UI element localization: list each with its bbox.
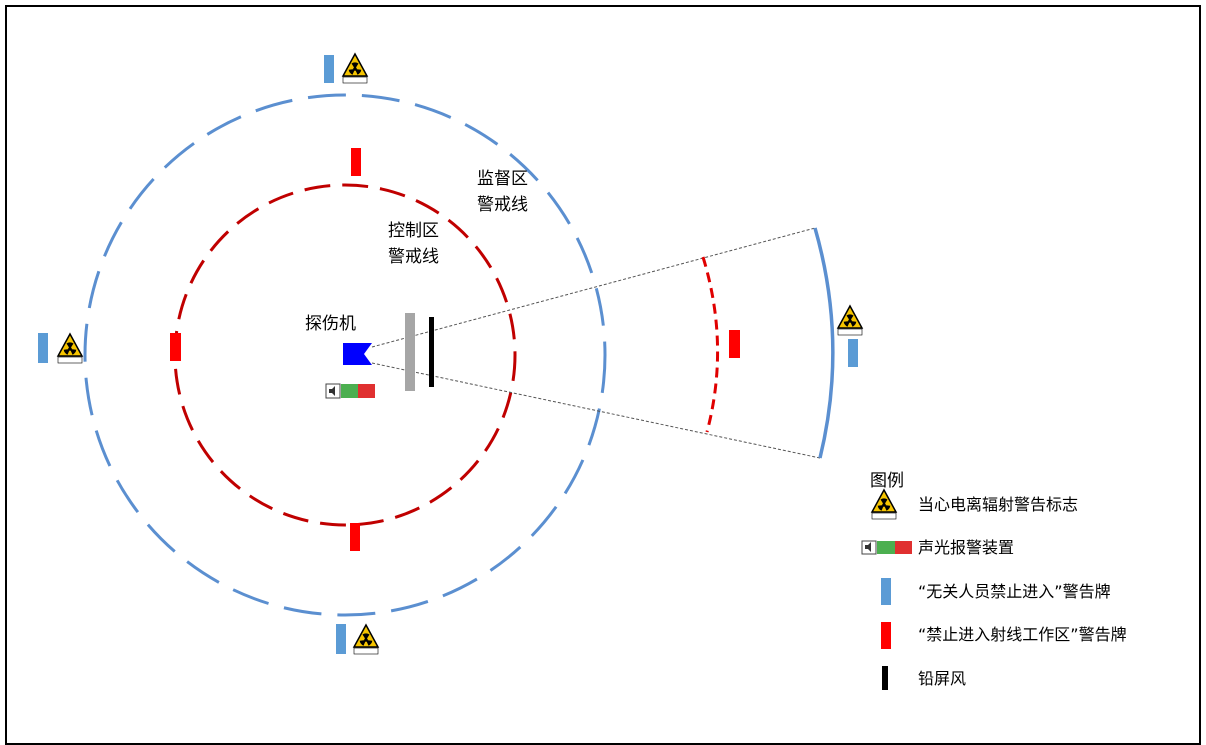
radiation-warning-sign-icon <box>871 489 897 520</box>
sound-light-alarm-legend-icon <box>861 540 912 555</box>
lead-screen-grey <box>405 313 415 391</box>
beam-upper-edge <box>371 227 816 348</box>
beam-control-boundary <box>701 256 720 433</box>
radiation-sign-bottom <box>353 624 379 655</box>
red-warning-sign-left <box>170 333 181 361</box>
radiation-sign-top <box>342 53 368 84</box>
control-zone-label-2: 警戒线 <box>388 247 439 267</box>
red-sign-icon <box>881 622 891 649</box>
lead-screen-black <box>429 317 434 387</box>
supervision-zone-label-2: 警戒线 <box>477 195 528 215</box>
beam-lower-edge <box>371 362 821 459</box>
red-warning-sign-top <box>351 148 361 176</box>
beam-supervision-boundary <box>813 227 835 459</box>
red-warning-sign-beam <box>729 330 740 358</box>
flaw-detector-icon <box>343 343 372 365</box>
legend-item-blue-sign: “无关人员禁止进入”警告牌 <box>918 582 1111 601</box>
blue-warning-sign-left <box>38 333 48 363</box>
legend-item-red-sign: “禁止进入射线工作区”警告牌 <box>918 625 1127 644</box>
red-warning-sign-bottom <box>350 523 360 551</box>
supervision-zone-label-1: 监督区 <box>477 169 528 189</box>
legend-item-alarm: 声光报警装置 <box>918 538 1014 557</box>
lead-screen-icon <box>882 666 888 690</box>
legend: 图例 当心电离辐射警告标志 声光报警装置 “无关人员禁止进入”警告牌 “禁止进入… <box>861 471 1127 690</box>
blue-sign-icon <box>881 578 891 605</box>
supervision-zone-boundary <box>83 93 607 617</box>
radiation-sign-left <box>57 333 83 364</box>
blue-warning-sign-top <box>324 55 334 83</box>
legend-item-lead-screen: 铅屏风 <box>918 669 966 688</box>
radiation-sign-right <box>837 305 863 336</box>
machine-label: 探伤机 <box>305 314 356 334</box>
legend-title: 图例 <box>870 471 904 491</box>
sound-light-alarm-icon <box>325 383 375 399</box>
legend-item-radiation-sign: 当心电离辐射警告标志 <box>918 495 1078 514</box>
blue-warning-sign-right <box>848 339 858 367</box>
control-zone-label-1: 控制区 <box>388 221 439 241</box>
blue-warning-sign-bottom <box>336 624 346 654</box>
